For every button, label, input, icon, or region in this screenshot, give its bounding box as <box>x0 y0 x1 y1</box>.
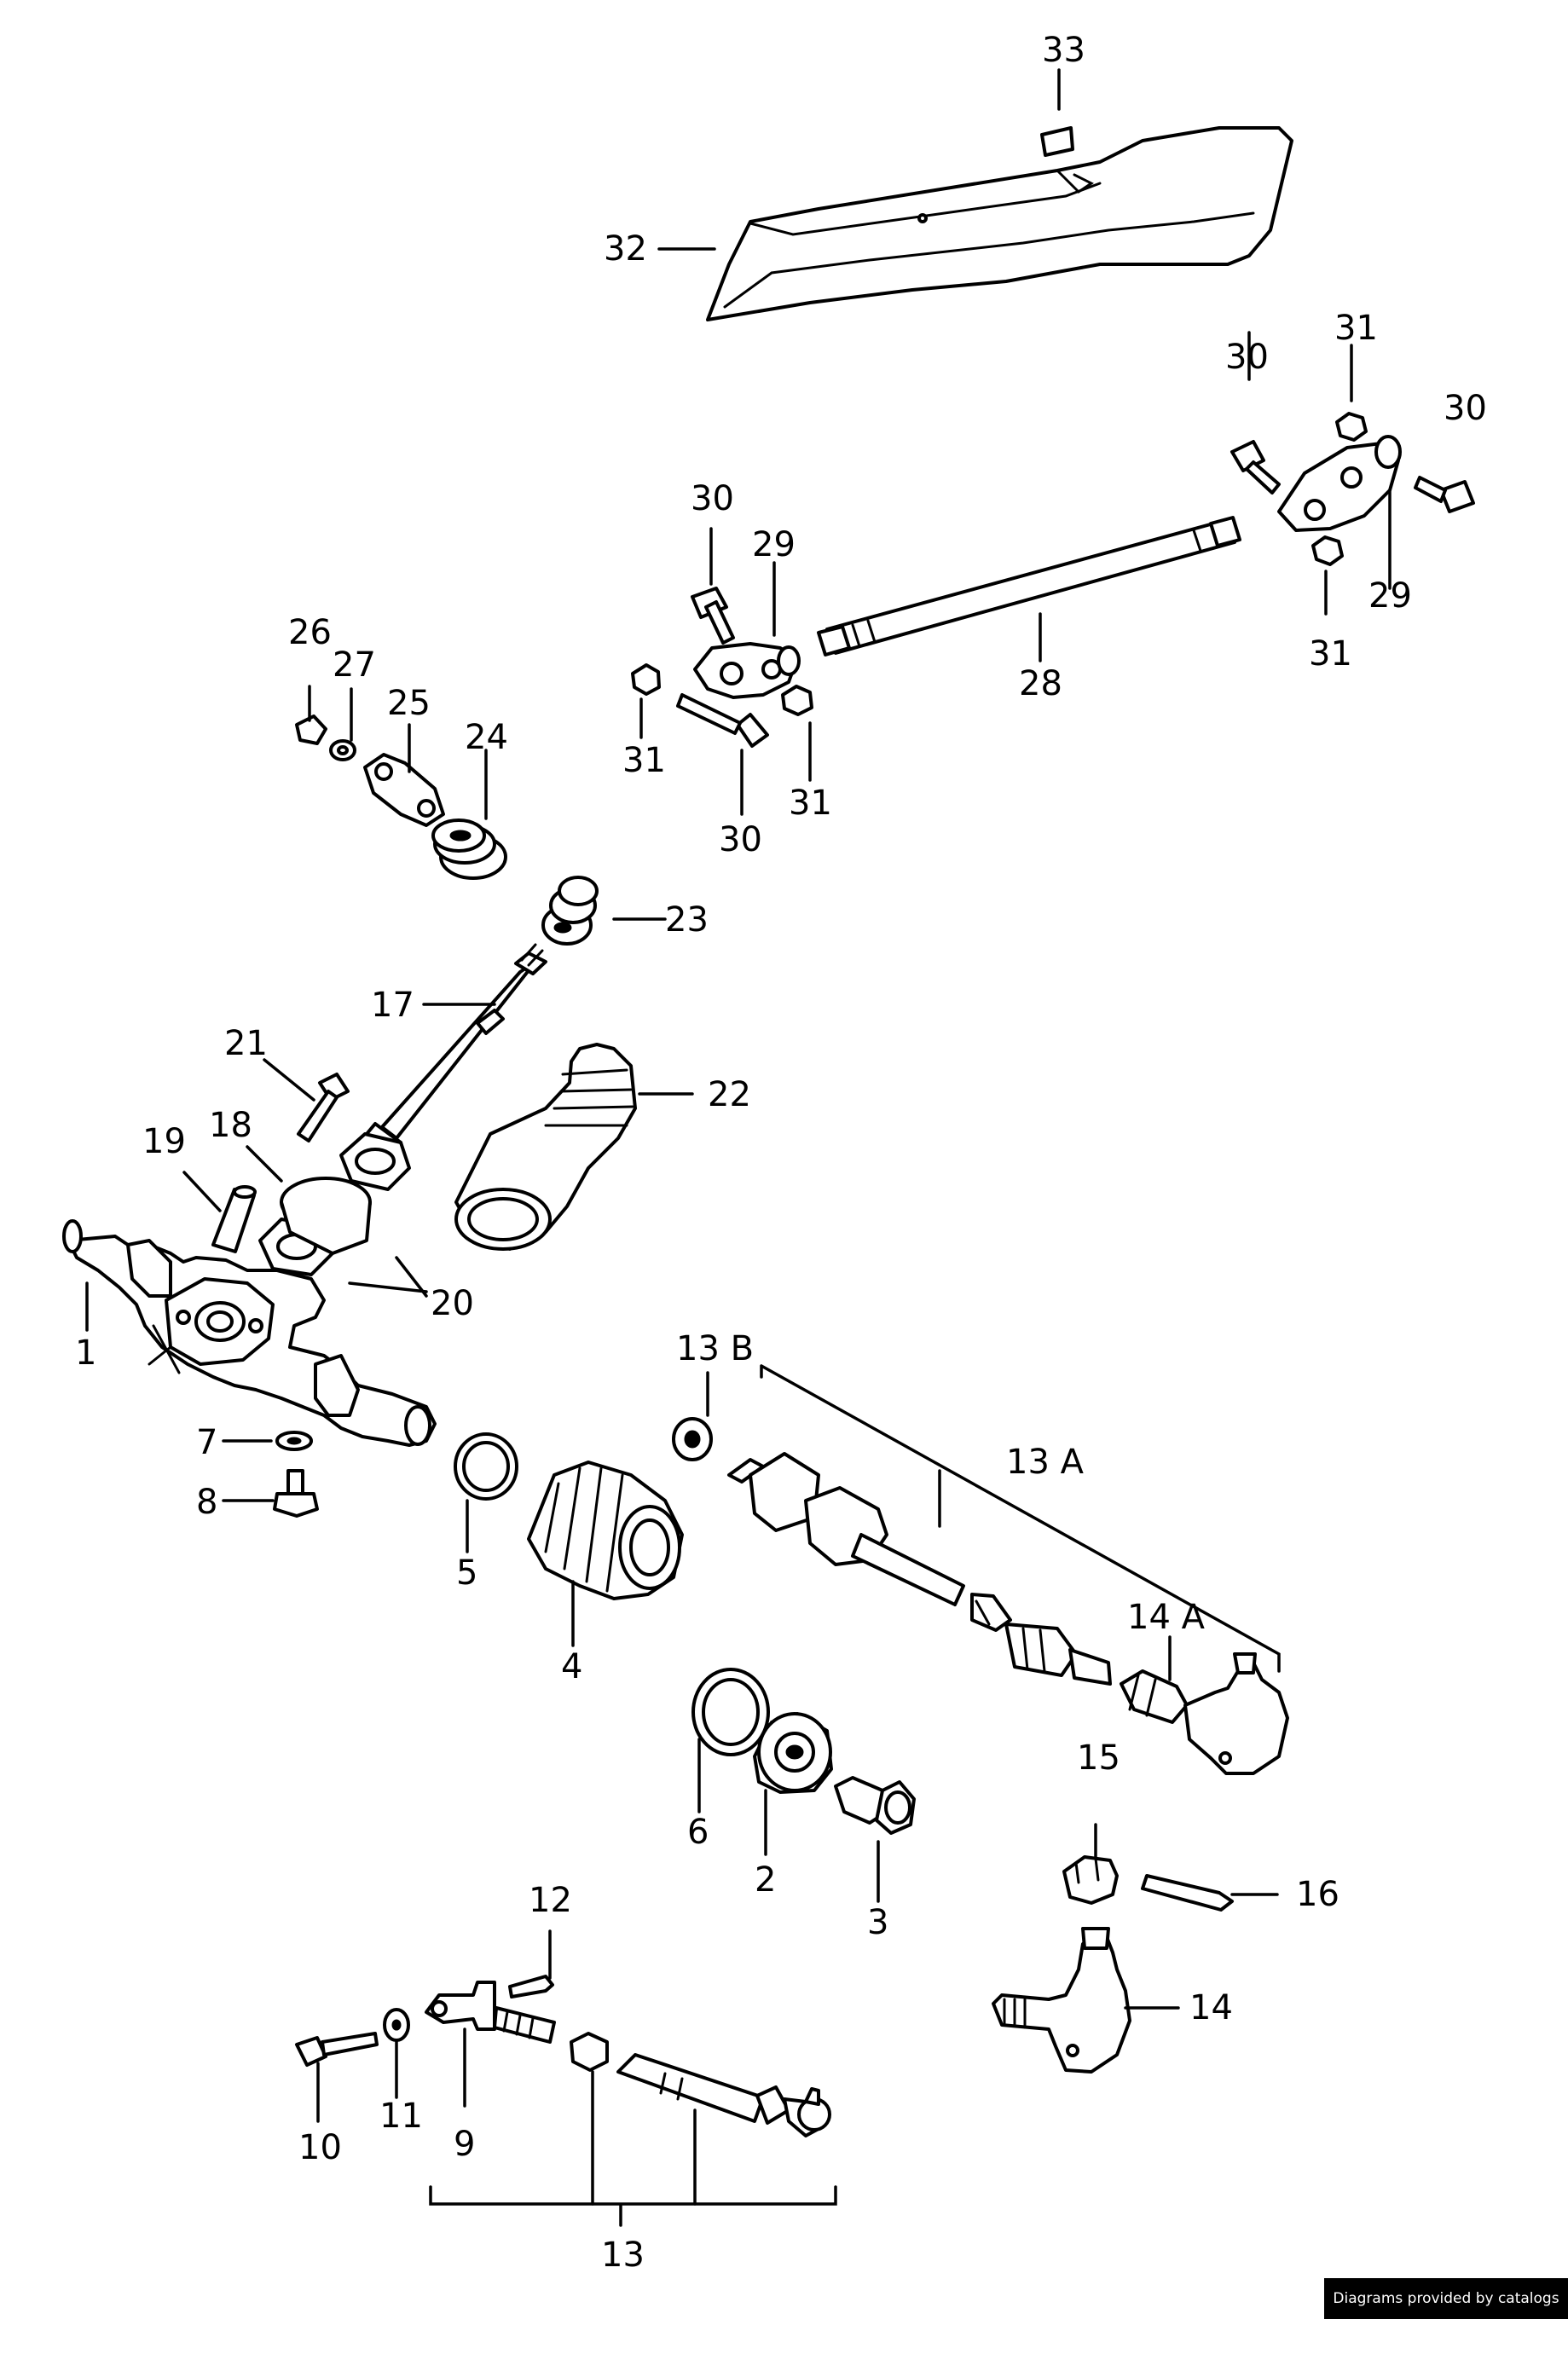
label-31: 31 <box>789 784 832 823</box>
part-6-ring <box>691 1668 770 1756</box>
label-2: 2 <box>755 1860 776 1900</box>
part-12-cotter-pin <box>508 1975 554 1998</box>
part-2-bushing <box>753 1712 833 1794</box>
part-24-bushing <box>431 818 507 880</box>
part-13b-washer <box>672 1417 713 1461</box>
label-4: 4 <box>561 1647 582 1686</box>
part-9-clamp <box>425 1981 556 2044</box>
label-24: 24 <box>465 718 508 757</box>
part-13a-tie-rod <box>727 1452 1112 1686</box>
part-22-boot <box>454 1043 637 1251</box>
label-22: 22 <box>708 1075 751 1114</box>
label-19: 19 <box>142 1122 186 1161</box>
label-18: 18 <box>209 1106 252 1145</box>
part-11-lock-washer <box>383 2008 410 2042</box>
label-9: 9 <box>454 2125 475 2164</box>
label-10: 10 <box>298 2128 342 2167</box>
label-6: 6 <box>687 1813 709 1852</box>
part-10-bolt <box>295 2032 379 2067</box>
label-16: 16 <box>1296 1875 1339 1914</box>
label-27: 27 <box>333 645 376 685</box>
part-8-bolt <box>273 1469 319 1518</box>
part-14-tie-rod-end-upper <box>1183 1652 1289 1775</box>
label-26: 26 <box>288 613 332 652</box>
part-5-ring <box>454 1432 518 1501</box>
label-30: 30 <box>691 479 734 518</box>
part-3-joint <box>834 1776 916 1835</box>
label-13b: 13 B <box>676 1329 754 1368</box>
part-16-cotter-pin <box>1141 1874 1234 1912</box>
label-28: 28 <box>1019 664 1062 703</box>
part-30-bolt-a <box>691 587 735 645</box>
label-8: 8 <box>196 1483 217 1522</box>
part-25-clamp <box>363 753 445 827</box>
label-5: 5 <box>456 1553 477 1593</box>
part-13-tie-rod-lower <box>570 2032 831 2137</box>
part-21-bolt <box>297 1073 350 1142</box>
label-12: 12 <box>529 1881 572 1920</box>
label-23: 23 <box>665 900 709 940</box>
label-3: 3 <box>867 1903 888 1942</box>
label-33: 33 <box>1042 31 1085 70</box>
part-31-nut-b <box>781 685 813 716</box>
part-18-cover <box>280 1177 372 1255</box>
part-1-rack-housing <box>62 1219 437 1447</box>
part-23-bushing <box>541 876 599 946</box>
part-28-shaft <box>817 516 1241 657</box>
label-30: 30 <box>1225 338 1269 377</box>
part-20-gasket-upper <box>339 1132 411 1191</box>
label-14a: 14 A <box>1127 1598 1206 1637</box>
part-4-boot <box>527 1461 684 1600</box>
part-32-cover <box>706 126 1293 321</box>
label-21: 21 <box>224 1024 268 1063</box>
leader-lines <box>85 68 1392 2227</box>
part-14-tie-rod-end-lower <box>992 1927 1131 2074</box>
part-26-screw <box>295 714 327 745</box>
label-32: 32 <box>604 229 647 269</box>
part-7-washer <box>275 1431 313 1451</box>
label-31: 31 <box>622 741 666 780</box>
label-31: 31 <box>1334 309 1378 348</box>
label-29: 29 <box>1368 576 1412 616</box>
label-17: 17 <box>371 986 414 1025</box>
label-20: 20 <box>431 1284 474 1323</box>
part-33-clip <box>1040 126 1074 157</box>
part-30-bolt-b <box>676 693 769 748</box>
part-27-washer <box>329 739 356 761</box>
label-30: 30 <box>719 820 762 859</box>
part-29-joint-right <box>1277 435 1402 532</box>
label-13a: 13 A <box>1006 1443 1085 1482</box>
part-31-nut-c <box>1335 412 1368 442</box>
part-29-joint-left <box>693 642 801 699</box>
part-15-castle-nut <box>1062 1855 1119 1905</box>
part-31-nut-a <box>631 663 661 696</box>
label-29: 29 <box>752 525 796 564</box>
part-30-bolt-d <box>1414 476 1475 513</box>
part-19-sleeve <box>211 1185 257 1253</box>
label-30: 30 <box>1444 389 1487 428</box>
part-labels: 33 32 31 30 30 30 29 29 31 28 26 27 25 2… <box>75 31 1487 2275</box>
label-14: 14 <box>1189 1988 1233 2027</box>
part-14a-adjuster <box>1120 1669 1189 1724</box>
label-1: 1 <box>75 1333 96 1373</box>
credit-badge: Diagrams provided by catalogs parts <box>1324 2278 1568 2348</box>
label-25: 25 <box>387 684 431 723</box>
label-31: 31 <box>1309 634 1352 674</box>
label-7: 7 <box>196 1423 217 1462</box>
label-13: 13 <box>601 2236 645 2275</box>
part-31-nut-d <box>1311 535 1344 566</box>
label-11: 11 <box>379 2097 423 2136</box>
label-15: 15 <box>1077 1738 1120 1778</box>
part-30-bolt-c <box>1230 440 1281 495</box>
